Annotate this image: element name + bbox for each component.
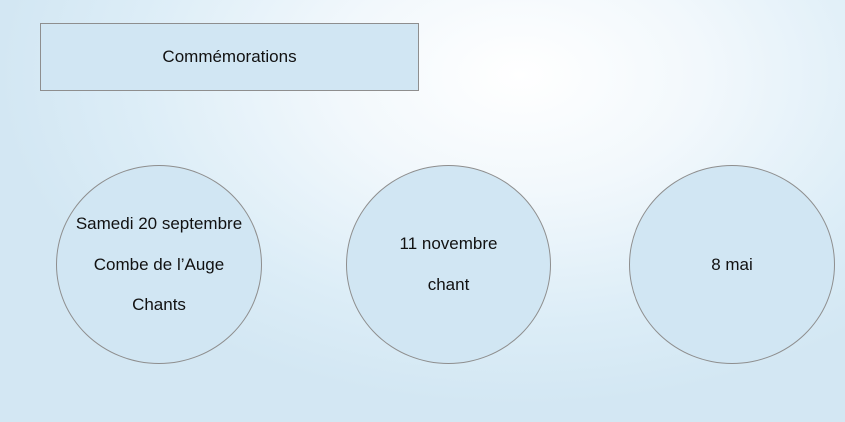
title-label: Commémorations (162, 47, 297, 66)
event-node-11-novembre: 11 novembre chant (346, 165, 551, 364)
event-date-text: Samedi 20 septembre (75, 214, 243, 233)
event-activity-text: chant (427, 275, 470, 294)
event-date-text: 11 novembre (399, 234, 498, 253)
event-place-text: Combe de l’Auge (93, 254, 225, 274)
event-node-8-mai: 8 mai (629, 165, 835, 364)
event-activity-text: Chants (132, 295, 186, 314)
event-node-samedi: Samedi 20 septembre Combe de l’Auge Chan… (56, 165, 262, 364)
event-date-text: 8 mai (711, 254, 753, 274)
title-box: Commémorations (40, 23, 419, 91)
